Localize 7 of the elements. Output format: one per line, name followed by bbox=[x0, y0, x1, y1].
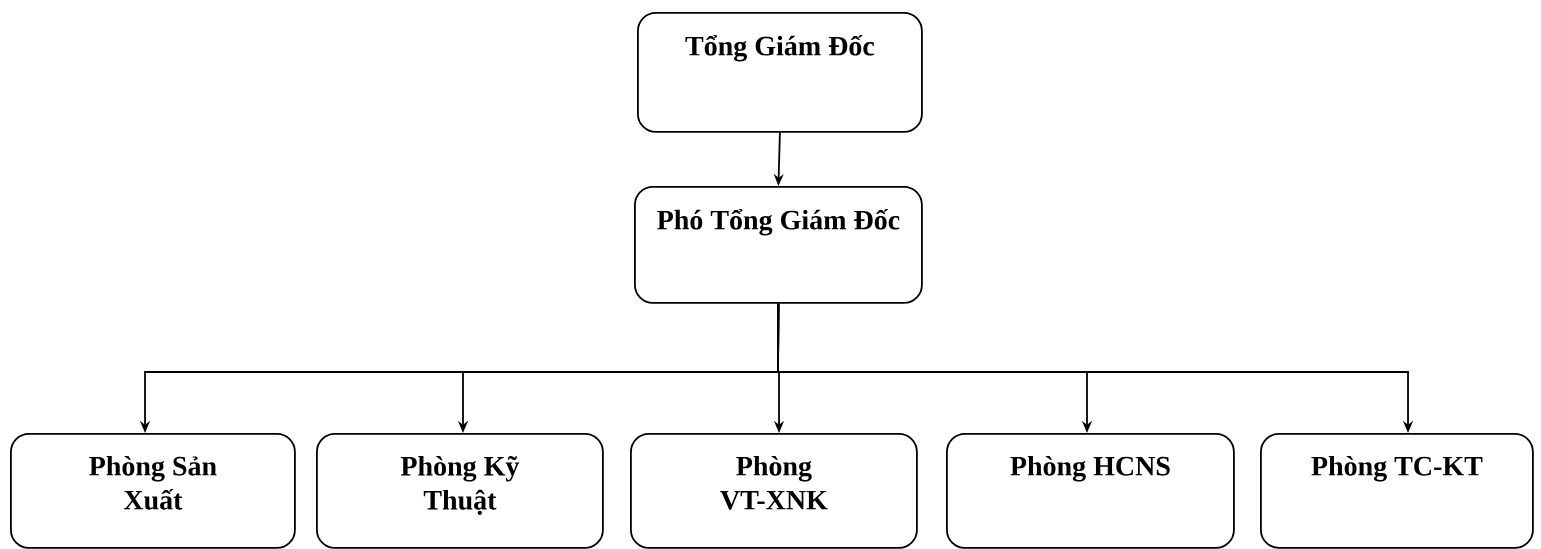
org-box: Phòng Kỹ Thuật bbox=[316, 433, 604, 549]
org-box: Phó Tổng Giám Đốc bbox=[634, 186, 923, 304]
org-box: Phòng TC-KT bbox=[1260, 433, 1534, 549]
org-box: Phòng HCNS bbox=[946, 433, 1235, 549]
org-box: Tổng Giám Đốc bbox=[637, 12, 923, 133]
org-box: Phòng VT-XNK bbox=[630, 433, 918, 549]
org-box: Phòng Sản Xuất bbox=[10, 433, 296, 549]
